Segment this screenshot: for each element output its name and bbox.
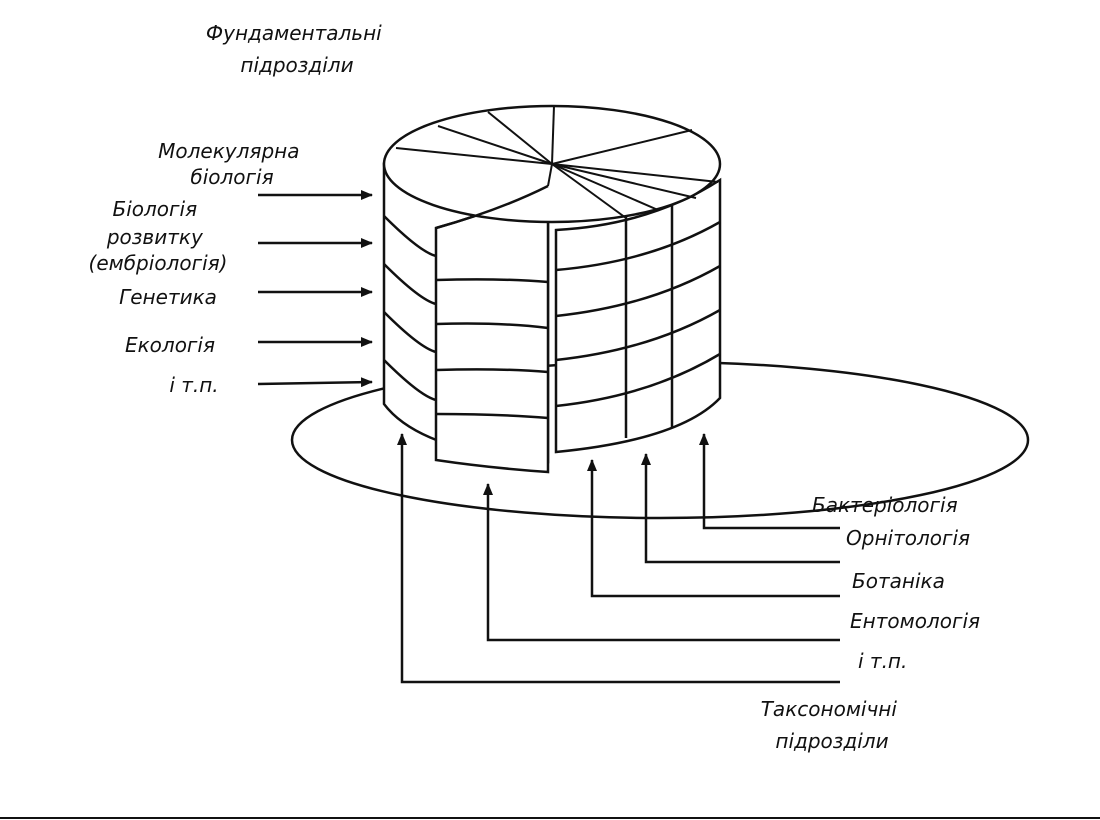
fundamental-label-genetics: Генетика <box>119 285 217 309</box>
taxonomic-label-ornithology: Орнітологія <box>846 526 970 550</box>
fundamental-label-line: (ембріологія) <box>89 251 228 275</box>
cut-slice-panel <box>434 183 550 474</box>
fundamental-title: Фундаментальні підрозділи <box>206 21 388 77</box>
right-vertical-segments <box>624 204 674 438</box>
fundamental-title-line: підрозділи <box>240 53 353 77</box>
fundamental-label-molecular: Молекулярна біологія <box>158 139 306 189</box>
fundamental-label-line: розвитку <box>106 225 204 249</box>
cylinder-right-body <box>554 177 722 454</box>
fundamental-label-development: Біологія розвитку (ембріологія) <box>89 197 228 275</box>
fundamental-label-line: біологія <box>190 165 273 189</box>
taxonomic-label-etc: і т.п. <box>858 649 907 673</box>
top-wedge-lines <box>395 105 719 219</box>
taxonomic-label-botany: Ботаніка <box>852 569 945 593</box>
taxonomic-label-bacteriology: Бактеріологія <box>812 493 958 517</box>
taxonomic-title-line: підрозділи <box>775 729 888 753</box>
slice-layer-bands <box>435 278 549 420</box>
taxonomic-arrows <box>397 433 840 684</box>
taxonomic-label-entomology: Ентомологія <box>850 609 980 633</box>
taxonomic-title: Таксономічні підрозділи <box>761 697 904 753</box>
fundamental-label-line: Молекулярна <box>158 139 299 163</box>
taxonomic-title-line: Таксономічні <box>761 697 898 721</box>
top-cut-edge <box>435 184 549 230</box>
right-layer-bands <box>555 220 721 408</box>
left-layer-bands <box>383 215 437 402</box>
fundamental-title-line: Фундаментальні <box>206 21 382 45</box>
fundamental-label-etc: і т.п. <box>169 373 218 397</box>
fundamental-label-line: Біологія <box>113 197 198 221</box>
fundamental-arrows <box>257 190 373 388</box>
fundamental-label-ecology: Екологія <box>125 333 215 357</box>
